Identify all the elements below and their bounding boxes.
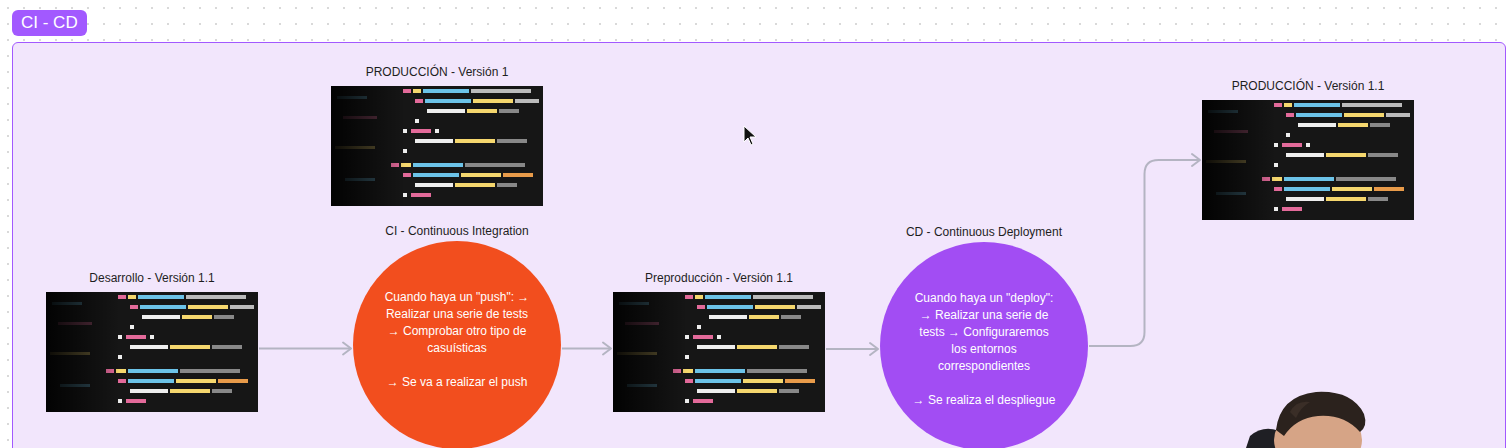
code-picture-use bbox=[331, 86, 543, 206]
code-picture bbox=[331, 86, 543, 206]
circle-text: → Se realiza el despliegue bbox=[911, 392, 1057, 409]
process-circle-node: CI - Continuous IntegrationCuando haya u… bbox=[353, 223, 561, 448]
code-screenshot-node: Desarrollo - Versión 1.1 bbox=[46, 270, 258, 412]
environment-heading: Preproducción - Versión 1.1 bbox=[613, 270, 825, 286]
group-panel: CI - CDPRODUCCIÓN - Versión 1PRODUCCIÓN … bbox=[12, 42, 1506, 448]
group-tag: CI - CD bbox=[12, 10, 87, 36]
webcam-person bbox=[1246, 392, 1365, 448]
arrow-head bbox=[870, 343, 878, 355]
mouse-cursor bbox=[744, 126, 756, 145]
arrow-head bbox=[343, 343, 351, 355]
code-screenshot bbox=[1202, 100, 1414, 220]
code-picture bbox=[613, 292, 825, 412]
code-picture-use bbox=[1202, 100, 1414, 220]
code-screenshot bbox=[331, 86, 543, 206]
code-picture bbox=[1202, 100, 1414, 220]
code-screenshot-node: PRODUCCIÓN - Versión 1 bbox=[331, 64, 543, 206]
connector-line bbox=[562, 348, 611, 350]
circle-text: Cuando haya un "push": → Realizar una se… bbox=[384, 289, 530, 357]
process-circle: Cuando haya un "push": → Realizar una se… bbox=[353, 241, 561, 448]
code-picture-use bbox=[46, 292, 258, 412]
flow-connector bbox=[562, 343, 611, 355]
arrow-head bbox=[603, 343, 611, 355]
environment-heading: PRODUCCIÓN - Versión 1 bbox=[331, 64, 543, 80]
flow-connector bbox=[1089, 154, 1200, 346]
connector-line bbox=[1089, 160, 1200, 346]
connector-line bbox=[259, 348, 351, 350]
code-screenshot-node: Preproducción - Versión 1.1 bbox=[613, 270, 825, 412]
circle-heading: CI - Continuous Integration bbox=[353, 223, 561, 239]
code-screenshot-node: PRODUCCIÓN - Versión 1.1 bbox=[1202, 78, 1414, 220]
process-circle-node: CD - Continuous DeploymentCuando haya un… bbox=[880, 224, 1088, 448]
code-screenshot bbox=[613, 292, 825, 412]
environment-heading: Desarrollo - Versión 1.1 bbox=[46, 270, 258, 286]
circle-text: → Se va a realizar el push bbox=[384, 374, 530, 391]
circle-text: Cuando haya un "deploy": → Realizar una … bbox=[911, 290, 1057, 375]
flow-connector bbox=[259, 343, 351, 355]
code-picture bbox=[46, 292, 258, 412]
circle-heading: CD - Continuous Deployment bbox=[880, 224, 1088, 240]
code-screenshot bbox=[46, 292, 258, 412]
environment-heading: PRODUCCIÓN - Versión 1.1 bbox=[1202, 78, 1414, 94]
code-picture-use bbox=[613, 292, 825, 412]
flow-connector bbox=[826, 343, 878, 355]
process-circle: Cuando haya un "deploy": → Realizar una … bbox=[880, 242, 1088, 448]
connector-line bbox=[826, 348, 878, 350]
arrow-head bbox=[1192, 154, 1200, 166]
